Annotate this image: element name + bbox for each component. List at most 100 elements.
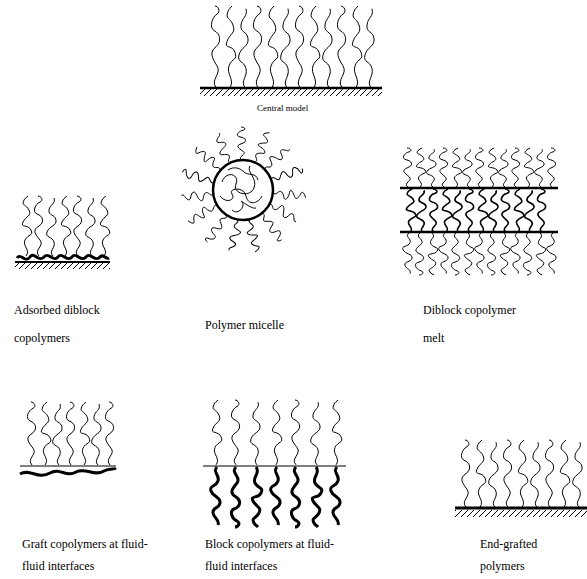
polymer-chain [100, 196, 109, 256]
block-top-chains [212, 400, 341, 465]
polymer-chain [536, 233, 545, 275]
surface-hatch [200, 89, 382, 96]
polymer-chain [239, 9, 248, 88]
polymer-chain [514, 189, 523, 232]
polymer-chain [417, 190, 426, 232]
polymer-chain [415, 233, 423, 275]
grafting-surface [455, 507, 587, 510]
polymer-chain [487, 233, 495, 275]
polymer-chain [488, 148, 497, 187]
polymer-chain [245, 218, 261, 252]
polymer-chain [86, 198, 95, 256]
polymer-chain [452, 148, 461, 187]
polymer-chain [270, 165, 304, 183]
polymer-chain [47, 198, 56, 256]
melt-middle-chains [406, 189, 545, 232]
polymer-chain [66, 402, 74, 465]
polymer-chain [181, 168, 215, 186]
polymer-chain [475, 148, 483, 187]
polymer-chain [511, 233, 520, 274]
polymer-chain [352, 6, 361, 88]
polymer-chain [105, 402, 113, 465]
polymer-chain [429, 189, 437, 232]
polymer-chain [531, 442, 540, 507]
polymer-chain [406, 189, 415, 232]
polymer-chain [478, 189, 487, 232]
figure-caption: Adsorbed diblock copolymers [14, 296, 126, 352]
adsorbed-brush [22, 196, 109, 256]
polymer-chain [511, 148, 519, 187]
polymer-chain [310, 6, 319, 88]
polymer-chain [560, 440, 569, 507]
polymer-chain [547, 148, 555, 187]
polymer-chain [439, 148, 447, 187]
surface-hatch [455, 510, 587, 517]
polymer-chain [323, 9, 332, 88]
core-chain [222, 166, 255, 194]
polymer-chain [439, 233, 448, 274]
polymer-chain [295, 6, 303, 88]
polymer-chain [231, 467, 239, 527]
core-chain [228, 168, 258, 212]
figure-caption: Central model [257, 102, 308, 114]
polymer-chain [545, 440, 553, 507]
polymer-chain [272, 400, 281, 465]
lamella-interface [400, 231, 558, 234]
polymer-chain [92, 404, 101, 465]
polymer-chain [476, 440, 485, 507]
polymer-chain [237, 127, 245, 160]
polymer-chain [573, 442, 582, 507]
polymer-chain [268, 6, 277, 88]
polymer-chain [186, 201, 219, 226]
polymer-chain [518, 440, 527, 507]
polymer-chain [261, 144, 291, 172]
polymer-chain [464, 233, 473, 275]
polymer-chain [489, 190, 498, 232]
polymer-chain [291, 400, 299, 465]
polymer-chain [267, 199, 299, 223]
adsorbed-block [17, 255, 109, 259]
graft-brush [27, 402, 113, 465]
polymer-chain [212, 400, 221, 465]
polymer-chain [211, 6, 219, 88]
melt-top-chains [403, 148, 555, 187]
polymer-chain [252, 467, 261, 527]
polymer-chain [525, 190, 534, 232]
end-grafted-brush [461, 440, 582, 507]
polymer-chain [259, 211, 285, 243]
block-bottom-chains [211, 467, 340, 527]
polymer-chain [272, 188, 306, 201]
polymer-chain [499, 149, 508, 187]
polymer-chain [535, 149, 544, 187]
polymer-chain [22, 196, 31, 256]
polymer-chain [547, 233, 556, 274]
polymer-chain [181, 190, 214, 203]
figure-caption: Graft copolymers at fluid-fluid interfac… [22, 533, 152, 577]
polymer-chain [311, 402, 320, 465]
polymer-chain [253, 6, 261, 88]
polymer-chain [291, 467, 299, 527]
polymer-chain [61, 196, 70, 256]
polymer-chain [312, 467, 321, 527]
polymer-chain [463, 149, 472, 187]
polymer-chain [281, 9, 290, 88]
polymer-chain [227, 219, 243, 252]
polymer-chain [523, 233, 531, 275]
fluid-interface [203, 466, 346, 467]
adsorbing-surface [15, 261, 110, 263]
polymer-chain [503, 440, 511, 507]
polymer-chain [451, 233, 459, 275]
polymer-chain [193, 144, 224, 173]
polymer-chain [427, 149, 436, 187]
polymer-chain [212, 132, 234, 165]
polymer-chain [27, 402, 35, 465]
micelle-corona [181, 127, 306, 253]
polymer-chain [331, 467, 340, 525]
polymer-chain [453, 190, 462, 232]
polymer-chain [204, 213, 230, 245]
polymer-chain [403, 233, 412, 274]
polymer-chain [428, 233, 437, 275]
polymer-chain [403, 148, 411, 187]
polymer-chain [475, 233, 484, 274]
